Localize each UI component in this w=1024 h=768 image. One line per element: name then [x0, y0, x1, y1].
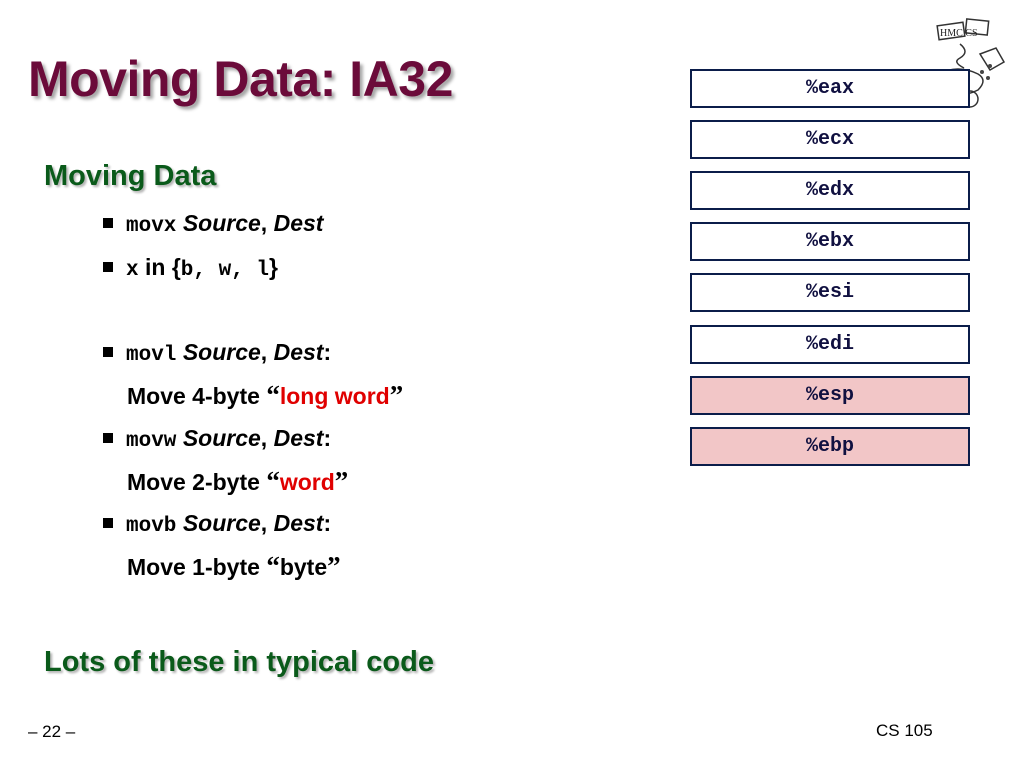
colon: : — [323, 339, 332, 365]
open-quote: “ — [266, 380, 280, 410]
bullet-square-icon — [103, 518, 113, 528]
suffix-list: b, w, l — [180, 259, 269, 282]
in-text: in { — [138, 254, 181, 280]
register-edi: %edi — [690, 325, 970, 364]
highlight-long-word: long word — [279, 383, 390, 409]
open-quote: “ — [266, 466, 280, 496]
code-x: x — [126, 259, 139, 282]
register-eax: %eax — [690, 69, 970, 108]
slide-title: Moving Data: IA32 — [28, 51, 453, 107]
close-quote: ” — [334, 466, 349, 496]
bullet-square-icon — [103, 433, 113, 443]
register-ebx: %ebx — [690, 222, 970, 261]
comma: , — [260, 339, 274, 365]
page-number: – 22 – — [28, 722, 76, 741]
movl-description: Move 4-byte “long word” — [127, 380, 403, 411]
desc-prefix: Move 1-byte — [127, 554, 267, 580]
highlight-word: word — [279, 469, 335, 495]
bullet-square-icon — [103, 262, 113, 272]
comma: , — [260, 510, 274, 536]
movb-description: Move 1-byte “byte” — [127, 551, 341, 582]
desc-prefix: Move 4-byte — [127, 383, 267, 409]
dest-label: Dest — [273, 210, 324, 236]
comma: , — [260, 210, 274, 236]
source-label: Source — [182, 339, 261, 365]
code-movb: movb — [126, 515, 177, 538]
open-quote: “ — [266, 551, 280, 581]
source-label: Source — [182, 210, 261, 236]
source-label: Source — [182, 425, 261, 451]
source-label: Source — [182, 510, 261, 536]
dest-label: Dest — [273, 339, 324, 365]
desc-prefix: Move 2-byte — [127, 469, 267, 495]
register-edx: %edx — [690, 171, 970, 210]
bullet-square-icon — [103, 218, 113, 228]
register-esi: %esi — [690, 273, 970, 312]
hmc-cs-logo-icon: HMC CS — [936, 18, 1006, 108]
desc-byte: byte — [279, 554, 328, 580]
course-label: CS 105 — [876, 721, 933, 740]
close-quote: ” — [389, 380, 404, 410]
comma: , — [260, 425, 274, 451]
code-movl: movl — [126, 344, 177, 367]
section-heading-typical-code: Lots of these in typical code — [44, 646, 434, 678]
dest-label: Dest — [273, 510, 324, 536]
movw-description: Move 2-byte “word” — [127, 466, 348, 497]
colon: : — [323, 425, 332, 451]
close-quote: ” — [327, 551, 341, 581]
code-movx: movx — [126, 215, 177, 238]
section-heading-moving-data: Moving Data — [44, 160, 217, 192]
register-esp: %esp — [690, 376, 970, 415]
logo-label: HMC CS — [940, 28, 978, 39]
dest-label: Dest — [273, 425, 324, 451]
register-ebp: %ebp — [690, 427, 970, 466]
register-ecx: %ecx — [690, 120, 970, 159]
colon: : — [323, 510, 332, 536]
code-movw: movw — [126, 430, 177, 453]
close-brace: } — [269, 254, 278, 280]
bullet-square-icon — [103, 347, 113, 357]
